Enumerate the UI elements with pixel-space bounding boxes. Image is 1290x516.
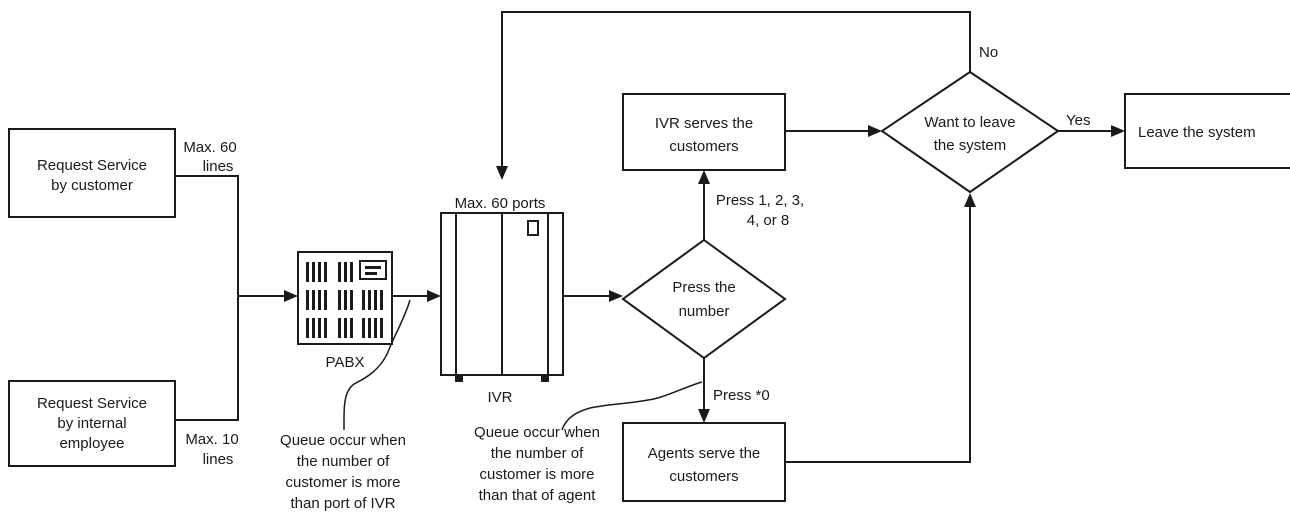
queue-ivr-line4: than port of IVR bbox=[290, 495, 395, 512]
press-number-label-line2: number bbox=[679, 303, 730, 320]
press-star0-label: Press *0 bbox=[713, 387, 770, 404]
ivr-ports-label: Max. 60 ports bbox=[455, 195, 546, 212]
leave-system-label: Leave the system bbox=[1138, 124, 1256, 141]
request-employee-label-line1: Request Service bbox=[37, 395, 147, 412]
queue-ivr-line3: customer is more bbox=[285, 474, 400, 491]
arrowhead-ivr bbox=[427, 290, 441, 302]
arrowhead-ivr-serves bbox=[698, 170, 710, 184]
edge-employee-to-junction bbox=[175, 296, 238, 420]
agents-serve-label-line1: Agents serve the bbox=[648, 445, 761, 462]
arrowhead-leave-decision-left bbox=[868, 125, 882, 137]
request-customer-node: Request Service by customer bbox=[9, 129, 175, 217]
queue-ivr-annotation: Queue occur when the number of customer … bbox=[280, 432, 406, 512]
agents-serve-node: Agents serve the customers bbox=[623, 423, 785, 501]
queue-agent-line1: Queue occur when bbox=[474, 424, 600, 441]
arrowhead-no-loop bbox=[496, 166, 508, 180]
yes-label: Yes bbox=[1066, 112, 1090, 129]
request-employee-node: Request Service by internal employee bbox=[9, 381, 175, 466]
request-employee-label-line3: employee bbox=[59, 435, 124, 452]
queue-ivr-line2: the number of bbox=[297, 453, 390, 470]
edge-agents-to-leave-decision bbox=[785, 206, 970, 462]
pabx-node: PABX bbox=[298, 252, 392, 371]
pabx-display-panel bbox=[360, 261, 386, 279]
ivr-node: Max. 60 ports IVR bbox=[441, 195, 563, 406]
agents-serve-label-line2: customers bbox=[669, 468, 738, 485]
max10-lines-label-line1: Max. 10 bbox=[185, 431, 238, 448]
no-label: No bbox=[979, 44, 998, 61]
pabx-label: PABX bbox=[326, 354, 365, 371]
queue-agent-line2: the number of bbox=[491, 445, 584, 462]
want-leave-diamond bbox=[882, 72, 1058, 192]
request-customer-label-line1: Request Service bbox=[37, 157, 147, 174]
arrowhead-decision bbox=[609, 290, 623, 302]
arrowhead-leave bbox=[1111, 125, 1125, 137]
max60-lines-label-line2: lines bbox=[203, 158, 234, 175]
queue-agent-line3: customer is more bbox=[479, 466, 594, 483]
max10-lines-label-line2: lines bbox=[203, 451, 234, 468]
ivr-serves-label-line1: IVR serves the bbox=[655, 115, 753, 132]
arrowhead-leave-decision-bottom bbox=[964, 193, 976, 207]
arrowhead-agents bbox=[698, 409, 710, 423]
press-123-label-line1: Press 1, 2, 3, bbox=[716, 192, 804, 209]
queue-agent-line4: than that of agent bbox=[479, 487, 597, 504]
press-number-label-line1: Press the bbox=[672, 279, 735, 296]
ivr-indicator bbox=[528, 221, 538, 235]
want-leave-decision: Want to leave the system bbox=[882, 72, 1058, 192]
ivr-serves-label-line2: customers bbox=[669, 138, 738, 155]
arrowhead-pabx bbox=[284, 290, 298, 302]
want-leave-label-line2: the system bbox=[934, 137, 1007, 154]
press-123-label-line2: 4, or 8 bbox=[747, 212, 790, 229]
max60-lines-label-line1: Max. 60 bbox=[183, 139, 236, 156]
request-customer-label-line2: by customer bbox=[51, 177, 133, 194]
press-number-decision: Press the number bbox=[623, 240, 785, 358]
edge-customer-to-junction bbox=[175, 176, 238, 296]
leave-system-node: Leave the system bbox=[1125, 94, 1290, 168]
request-employee-label-line2: by internal bbox=[57, 415, 126, 432]
queue-agent-annotation: Queue occur when the number of customer … bbox=[474, 424, 600, 504]
ivr-serves-box bbox=[623, 94, 785, 170]
ivr-serves-node: IVR serves the customers bbox=[623, 94, 785, 170]
queue-ivr-line1: Queue occur when bbox=[280, 432, 406, 449]
press-number-diamond bbox=[623, 240, 785, 358]
agents-serve-box bbox=[623, 423, 785, 501]
want-leave-label-line1: Want to leave bbox=[924, 114, 1015, 131]
ivr-label: IVR bbox=[487, 389, 512, 406]
